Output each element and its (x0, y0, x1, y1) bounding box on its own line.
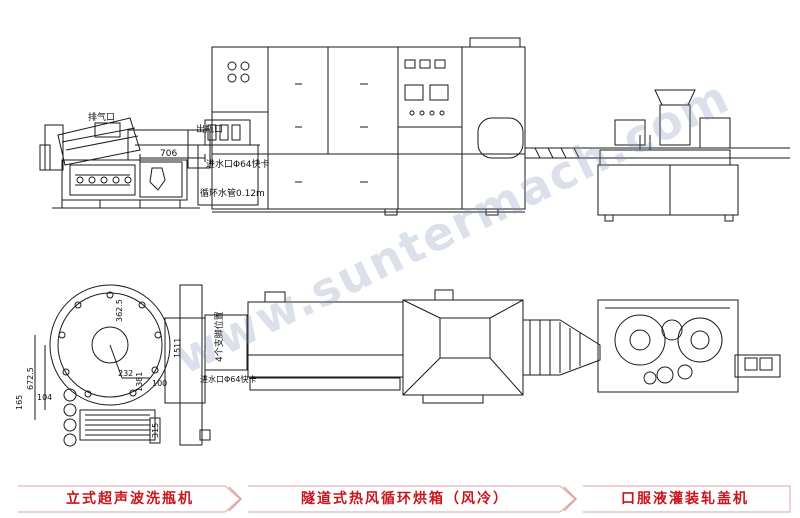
watermark-text: www.suntermach.com (166, 69, 738, 385)
label-dim-232: 232 (118, 369, 133, 378)
stage-filler: 口服液灌装轧盖机 (621, 491, 749, 507)
label-water-inlet: 进水口Φ64快卡 (206, 158, 270, 170)
oven-side-view (211, 37, 526, 216)
label-dim-104: 104 (37, 393, 52, 402)
label-dim-1381: 1381 (135, 372, 144, 392)
label-exhaust-port: 排气口 (88, 111, 115, 123)
label-dim-362-5: 362.5 (115, 299, 124, 322)
label-dim-706: 706 (160, 149, 177, 159)
chevron-right-icon (228, 486, 243, 512)
production-line-diagram: 排气口 出瓶口 706 进水口Φ64快卡 循环水管0.12m 362.5 672… (15, 37, 790, 447)
label-exhaust-port-2: 出瓶口 (196, 123, 223, 135)
label-circulating-water: 循环水管0.12m (200, 187, 265, 199)
oven-plan-view (204, 289, 524, 404)
label-dim-672-5: 672.5 (26, 367, 35, 390)
washer-plan-view (34, 284, 211, 447)
stage-oven: 隧道式热风循环烘箱（风冷） (301, 491, 509, 507)
label-dim-315: 315 (151, 423, 160, 438)
label-dim-1511: 1511 (173, 338, 182, 358)
label-water-inlet-2: 进水口Φ64快卡 (200, 374, 256, 384)
stage-washer: 立式超声波洗瓶机 (66, 491, 194, 507)
filler-plan-view (522, 299, 781, 393)
label-support-position: 4个支脚位置 (213, 311, 225, 362)
washer-side-view (39, 117, 260, 209)
label-dim-165: 165 (15, 395, 24, 410)
stage-frame (18, 485, 791, 513)
chevron-right-icon (563, 486, 578, 512)
label-dim-100: 100 (152, 379, 167, 388)
process-stage-bar: 立式超声波洗瓶机 隧道式热风循环烘箱（风冷） 口服液灌装轧盖机 (0, 484, 800, 514)
filler-side-view (525, 89, 790, 222)
